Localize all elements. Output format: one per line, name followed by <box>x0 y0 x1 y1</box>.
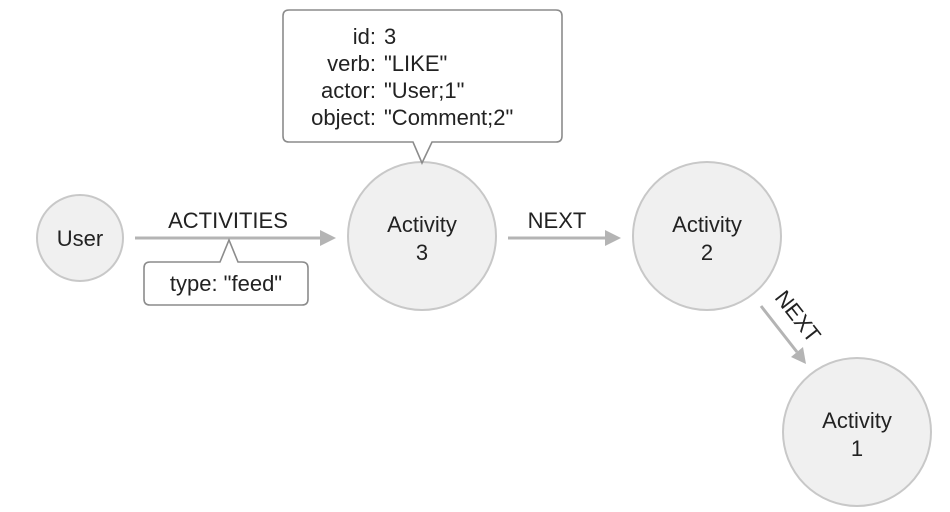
node-activity-2[interactable]: Activity 2 <box>632 161 782 311</box>
edge-next-2-1-label: NEXT <box>770 286 826 348</box>
edge-property-callout-box <box>143 237 309 306</box>
node-activity-3[interactable]: Activity 3 <box>347 161 497 311</box>
node-activity-2-label-line2: 2 <box>701 240 713 265</box>
edge-next-2-1-arrowhead <box>791 347 806 364</box>
property-key-id: id: <box>353 24 376 49</box>
node-activity-3-label-line2: 3 <box>416 240 428 265</box>
edge-next-2-1-line <box>759 305 799 353</box>
node-user-label: User <box>57 226 103 251</box>
property-key-actor: actor: <box>321 78 376 103</box>
edge-activities: ACTIVITIES <box>135 208 336 246</box>
edge-activities-arrowhead <box>320 230 336 246</box>
edge-activities-property-callout: type: "feed" <box>143 237 309 306</box>
node-user[interactable]: User <box>36 194 124 282</box>
property-value-object: "Comment;2" <box>384 105 513 130</box>
property-value-id: 3 <box>384 24 396 49</box>
node-activity-2-circle[interactable] <box>632 161 782 311</box>
node-activity-1-circle[interactable] <box>782 357 932 507</box>
property-value-verb: "LIKE" <box>384 51 447 76</box>
node-activity-1-label-line2: 1 <box>851 436 863 461</box>
properties-callout-box <box>282 9 563 165</box>
edge-next-2-1: NEXT <box>759 286 826 364</box>
node-activity-2-label-line1: Activity <box>672 212 742 237</box>
property-key-object: object: <box>311 105 376 130</box>
edge-activities-label: ACTIVITIES <box>168 208 288 233</box>
edge-next-3-2: NEXT <box>508 208 621 246</box>
property-key-verb: verb: <box>327 51 376 76</box>
edge-next-3-2-arrowhead <box>605 230 621 246</box>
node-user-circle[interactable] <box>36 194 124 282</box>
node-activity-1-label-line1: Activity <box>822 408 892 433</box>
property-value-actor: "User;1" <box>384 78 464 103</box>
edge-next-3-2-label: NEXT <box>528 208 587 233</box>
edge-property-text: type: "feed" <box>170 271 282 296</box>
node-activity-1[interactable]: Activity 1 <box>782 357 932 507</box>
activity-3-properties-callout: id: 3 verb: "LIKE" actor: "User;1" objec… <box>282 9 563 165</box>
node-activity-3-label-line1: Activity <box>387 212 457 237</box>
